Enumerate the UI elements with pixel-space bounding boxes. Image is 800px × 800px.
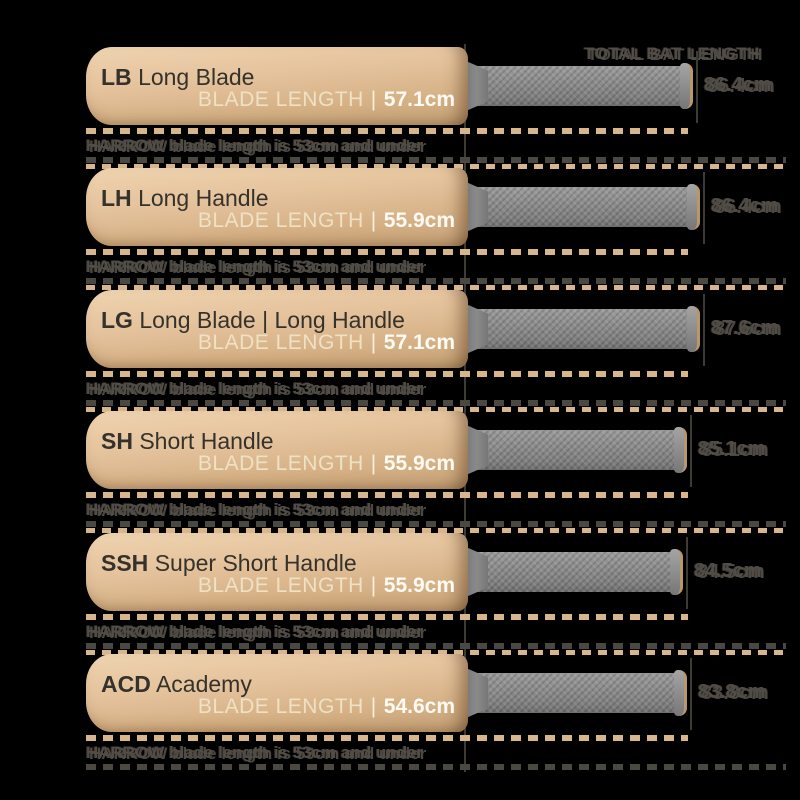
total-length-value: 85.1cm (698, 438, 766, 460)
dark-dashed-line (86, 764, 786, 770)
total-length-value: 86.4cm (711, 195, 779, 217)
bat-handle (470, 670, 687, 716)
bat-code: LB (101, 64, 132, 90)
tan-dashed-line-lower (86, 528, 786, 533)
blade-length-label: BLADE LENGTH | 55.9cm (198, 574, 455, 598)
bat-code: LH (101, 185, 132, 211)
bat-handle (470, 549, 683, 595)
bat-code: SSH (101, 550, 149, 576)
bat-name: Academy (155, 671, 252, 697)
bat-row-lh: LH Long Handle BLADE LENGTH | 55.9cm 86.4c… (0, 168, 800, 290)
blade-length-caption: BLADE LENGTH (197, 331, 364, 354)
total-length-value: 83.8cm (698, 681, 766, 703)
bat-row-acd: ACD Academy BLADE LENGTH | 54.6cm 83.8cm H… (0, 654, 800, 775)
footnote-text: HARROW blade length is 53cm and under (86, 743, 424, 762)
tan-dashed-line (86, 371, 688, 377)
bat-handle (470, 306, 700, 352)
bat-name: Long Blade | Long Handle (139, 307, 405, 333)
total-length-tick (686, 537, 688, 609)
footnote-text: HARROW blade length is 53cm and under (86, 622, 424, 641)
total-length-value: 84.5cm (694, 560, 762, 582)
separator-bar: | (370, 695, 377, 718)
total-length-value: 87.6cm (711, 317, 779, 339)
separator-bar: | (370, 209, 377, 232)
bat-code: SH (101, 428, 133, 454)
tan-dashed-line-lower (86, 164, 786, 169)
separator-bar: | (370, 574, 377, 597)
dark-dashed-line (86, 278, 786, 284)
bat-blade: LB Long Blade BLADE LENGTH | 57.1cm (86, 47, 468, 125)
total-length-tick (690, 415, 692, 487)
blade-length-caption: BLADE LENGTH (197, 88, 364, 111)
total-bat-length-header: TOTAL BAT LENGTH (584, 44, 760, 63)
bat-blade: LG Long Blade | Long Handle BLADE LENGTH… (86, 290, 468, 368)
bat-name: Super Short Handle (154, 550, 357, 576)
blade-length-caption: BLADE LENGTH (197, 574, 364, 597)
bat-name: Long Blade (138, 64, 255, 90)
dark-dashed-line (86, 400, 786, 406)
footnote-text: HARROW blade length is 53cm and under (86, 257, 424, 276)
bat-name-label: LB Long Blade (101, 64, 254, 91)
bat-name-label: SH Short Handle (101, 428, 274, 455)
blade-length-value: 57.1cm (383, 331, 455, 354)
total-length-tick (703, 172, 705, 244)
bat-handle (470, 184, 700, 230)
blade-length-value: 55.9cm (383, 452, 455, 475)
blade-length-caption: BLADE LENGTH (197, 695, 364, 718)
blade-length-value: 55.9cm (383, 574, 455, 597)
footnote-text: HARROW blade length is 53cm and under (86, 136, 424, 155)
blade-length-value: 57.1cm (383, 88, 455, 111)
separator-bar: | (370, 331, 377, 354)
blade-length-caption: BLADE LENGTH (197, 209, 364, 232)
bat-name-label: LH Long Handle (101, 185, 269, 212)
bat-name: Short Handle (139, 428, 274, 454)
bat-name-label: SSH Super Short Handle (101, 550, 357, 577)
bat-blade: LH Long Handle BLADE LENGTH | 55.9cm (86, 168, 468, 246)
tan-dashed-line (86, 614, 688, 620)
blade-length-value: 55.9cm (383, 209, 455, 232)
bat-row-lg: LG Long Blade | Long Handle BLADE LENGTH… (0, 290, 800, 412)
bat-handle (470, 427, 687, 473)
dark-dashed-line (86, 157, 786, 163)
bat-row-ssh: SSH Super Short Handle BLADE LENGTH | 55.9… (0, 533, 800, 655)
tan-dashed-line (86, 492, 688, 498)
bat-code: ACD (101, 671, 151, 697)
blade-length-label: BLADE LENGTH | 57.1cm (198, 88, 455, 112)
bat-name-label: LG Long Blade | Long Handle (101, 307, 405, 334)
total-length-tick (703, 294, 705, 366)
tan-dashed-line-lower (86, 650, 786, 655)
tan-dashed-line (86, 735, 688, 741)
blade-length-caption: BLADE LENGTH (197, 452, 364, 475)
total-length-value: 86.4cm (704, 74, 772, 96)
tan-dashed-line (86, 128, 688, 134)
dark-dashed-line (86, 643, 786, 649)
tan-dashed-line (86, 249, 688, 255)
total-length-tick (696, 51, 698, 123)
footnote-text: HARROW blade length is 53cm and under (86, 500, 424, 519)
bat-blade: ACD Academy BLADE LENGTH | 54.6cm (86, 654, 468, 732)
blade-length-label: BLADE LENGTH | 55.9cm (198, 209, 455, 233)
blade-length-label: BLADE LENGTH | 55.9cm (198, 452, 455, 476)
tan-dashed-line-lower (86, 285, 786, 290)
bat-blade: SSH Super Short Handle BLADE LENGTH | 55.9… (86, 533, 468, 611)
blade-length-label: BLADE LENGTH | 54.6cm (198, 695, 455, 719)
dark-dashed-line (86, 521, 786, 527)
bat-blade: SH Short Handle BLADE LENGTH | 55.9cm (86, 411, 468, 489)
tan-dashed-line-lower (86, 407, 786, 412)
footnote-text: HARROW blade length is 53cm and under (86, 379, 424, 398)
total-length-tick (690, 658, 692, 730)
bat-row-lb: LB Long Blade BLADE LENGTH | 57.1cm 86.4cm… (0, 47, 800, 169)
bat-handle (470, 63, 693, 109)
bat-code: LG (101, 307, 133, 333)
blade-length-label: BLADE LENGTH | 57.1cm (198, 331, 455, 355)
bat-row-sh: SH Short Handle BLADE LENGTH | 55.9cm 85.1… (0, 411, 800, 533)
separator-bar: | (370, 88, 377, 111)
bat-name-label: ACD Academy (101, 671, 252, 698)
bat-name: Long Handle (138, 185, 269, 211)
blade-length-value: 54.6cm (383, 695, 455, 718)
separator-bar: | (370, 452, 377, 475)
